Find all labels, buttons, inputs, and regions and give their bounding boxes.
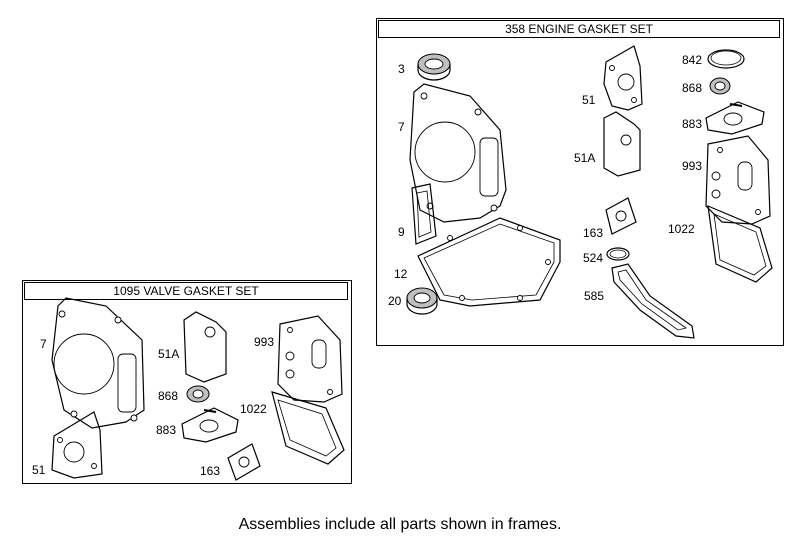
- part-842-ring: [707, 49, 745, 69]
- part-585-gasket: [611, 263, 695, 339]
- part-163-gasket: [605, 197, 637, 235]
- valve-part-993-gasket: [277, 315, 343, 403]
- label-585: 585: [584, 289, 604, 303]
- valve-part-1022-gasket: [271, 391, 345, 465]
- valve-part-51-gasket: [51, 411, 103, 479]
- part-524-o-ring: [606, 247, 630, 261]
- valve-label-163: 163: [200, 464, 220, 478]
- label-883: 883: [682, 117, 702, 131]
- label-51: 51: [582, 93, 596, 107]
- label-7: 7: [398, 120, 405, 134]
- label-9: 9: [398, 225, 405, 239]
- part-9-gasket: [411, 183, 437, 245]
- valve-label-868: 868: [158, 389, 178, 403]
- label-524: 524: [583, 251, 603, 265]
- valve-label-51: 51: [32, 463, 46, 477]
- label-12: 12: [394, 267, 408, 281]
- label-163: 163: [583, 226, 603, 240]
- label-1022: 1022: [668, 222, 695, 236]
- part-868-seal: [709, 77, 731, 95]
- valve-label-883: 883: [156, 423, 176, 437]
- part-1022-gasket: [707, 205, 773, 283]
- valve-part-51a-gasket: [183, 311, 227, 383]
- part-7-head-gasket: [409, 83, 507, 223]
- part-20-oil-seal: [406, 287, 438, 315]
- valve-part-163-gasket: [227, 443, 261, 481]
- label-842: 842: [682, 53, 702, 67]
- valve-part-883-gasket: [181, 407, 239, 443]
- label-868: 868: [682, 81, 702, 95]
- part-993-gasket: [705, 135, 771, 225]
- valve-label-1022: 1022: [240, 402, 267, 416]
- valve-label-51a: 51A: [158, 347, 179, 361]
- valve-part-868-seal: [186, 385, 210, 403]
- part-3-oil-seal: [417, 53, 451, 81]
- part-51-gasket: [603, 45, 643, 111]
- label-20: 20: [388, 294, 402, 308]
- label-51a: 51A: [574, 151, 595, 165]
- valve-part-7-head-gasket: [51, 297, 145, 429]
- valve-gasket-set-title: 1095 VALVE GASKET SET: [24, 282, 348, 300]
- label-993: 993: [682, 159, 702, 173]
- part-12-crankcase-gasket: [417, 217, 561, 307]
- label-3: 3: [398, 62, 405, 76]
- footer-note: Assemblies include all parts shown in fr…: [238, 516, 562, 533]
- part-51a-gasket: [603, 111, 641, 177]
- valve-label-993: 993: [254, 335, 274, 349]
- part-883-gasket: [705, 101, 765, 135]
- valve-label-7: 7: [40, 337, 47, 351]
- engine-gasket-set-title: 358 ENGINE GASKET SET: [378, 20, 780, 38]
